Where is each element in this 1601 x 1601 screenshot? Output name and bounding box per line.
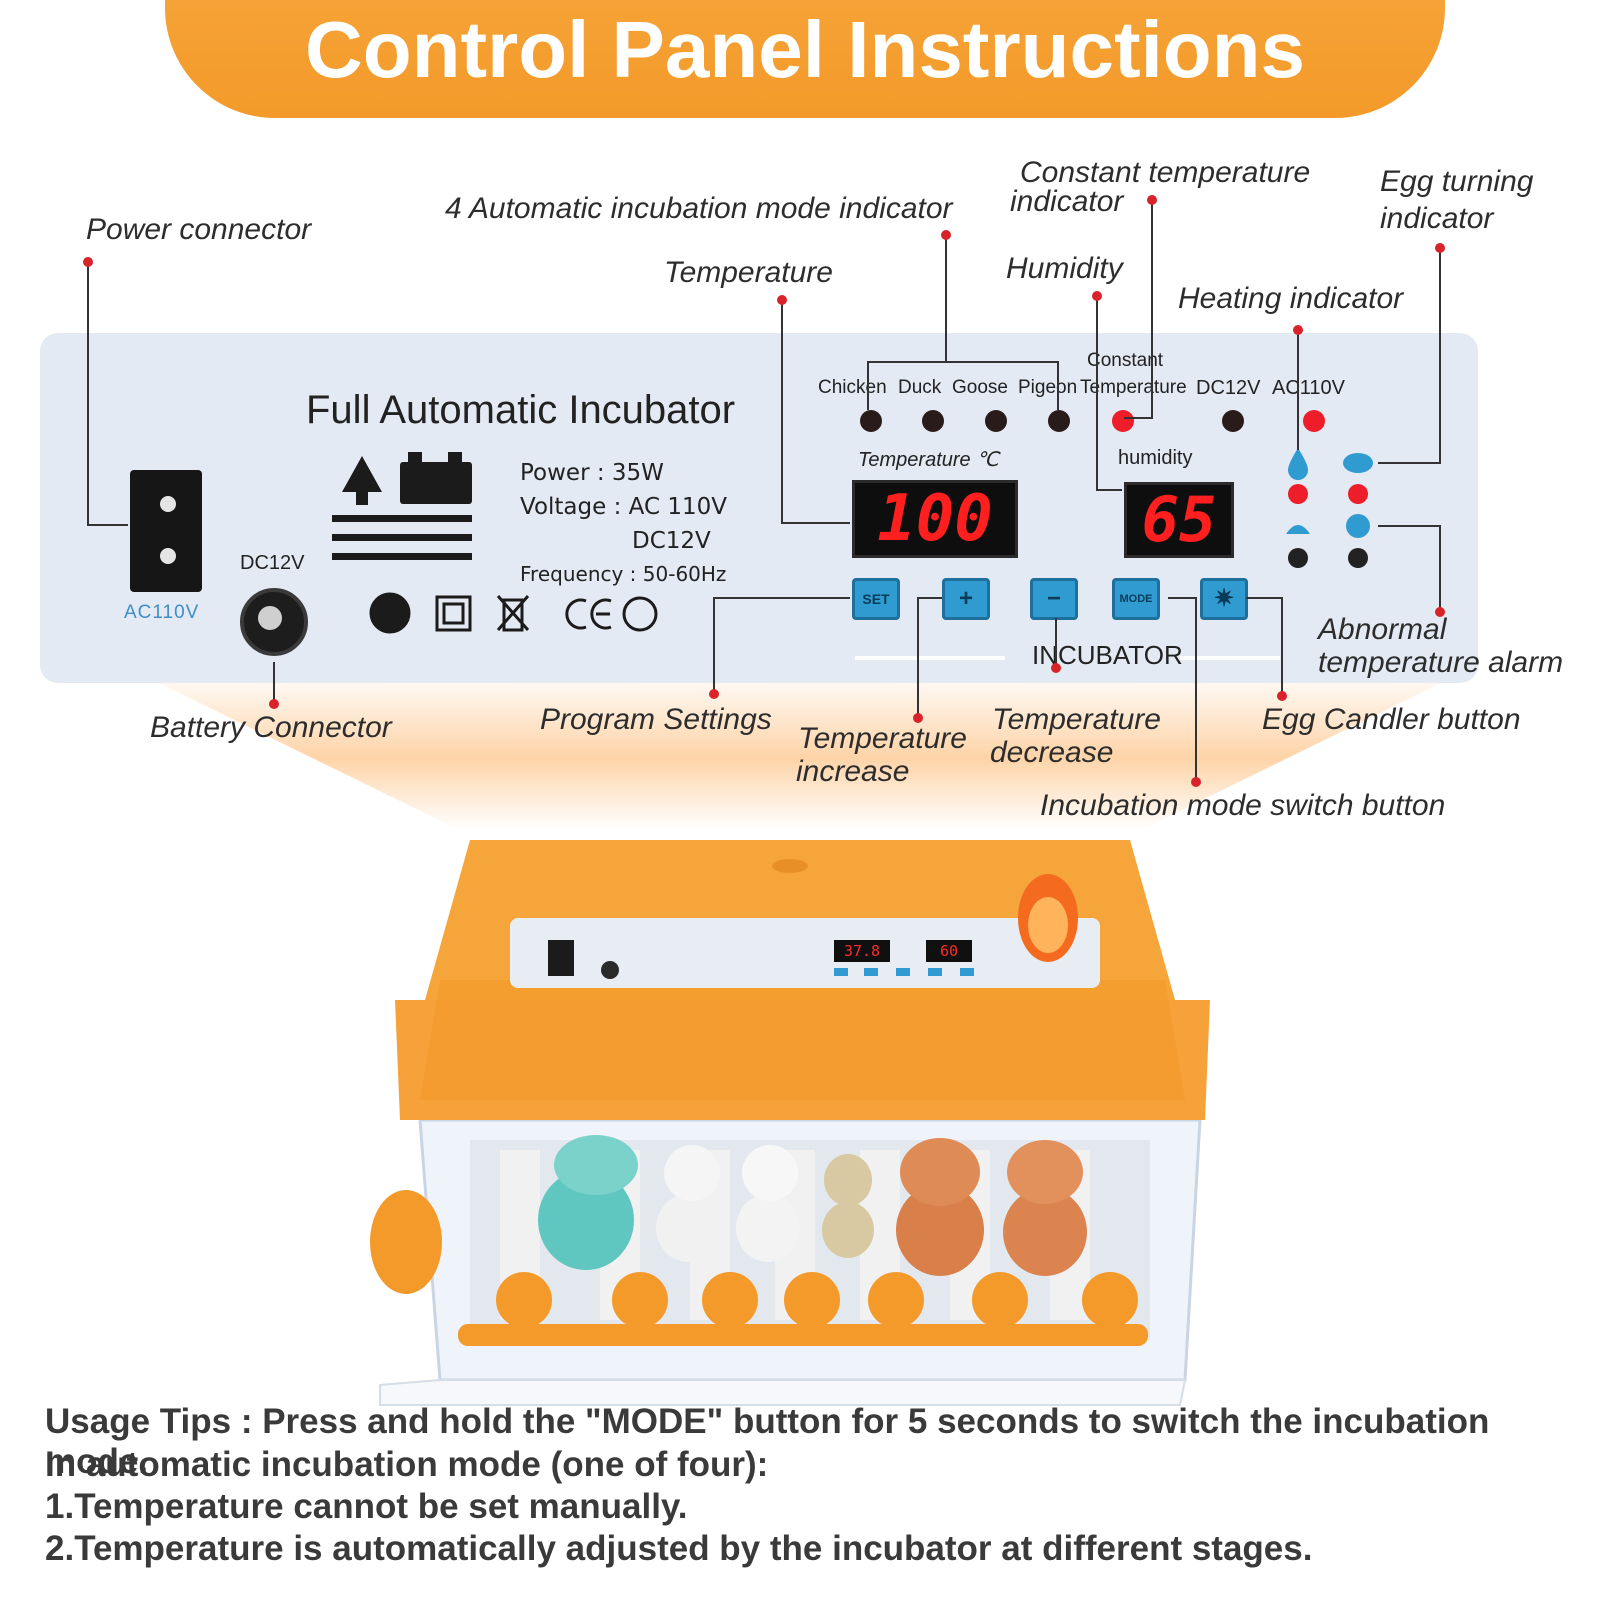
callout-egg-candler: Egg Candler button [1262,703,1521,736]
minus-button[interactable]: − [1030,578,1078,620]
egg-white [656,1194,720,1262]
callout-constant-temp: Constant temperature [1020,156,1311,189]
callout-temp-decrease-2: decrease [990,736,1114,769]
humidity-display-label: humidity [1118,447,1193,469]
alarm-info-icon [1346,514,1370,538]
socket-label: AC110V [124,602,200,623]
constant-label: Constant [1087,350,1164,371]
title-banner [165,0,1445,118]
panel-stripe [855,656,1005,660]
led-ac110v [1303,410,1325,432]
panel-name: Full Automatic Incubator [306,388,736,432]
heating-drop-icon [1288,448,1308,480]
egg-candler-button[interactable]: ✷ [1200,578,1248,620]
tip-line-4: 2.Temperature is automatically adjusted … [45,1529,1313,1568]
spec-voltage-dc: DC12V [632,528,711,554]
jack-center [258,606,282,630]
callout-program: Program Settings [540,703,772,736]
callout-battery: Battery Connector [150,711,392,744]
plus-button[interactable]: + [942,578,990,620]
callout-humidity: Humidity [1006,252,1123,285]
gears [496,1272,1138,1328]
led-humidity [1288,548,1308,568]
spec-power: Power : 35W [520,460,664,486]
led-chicken [860,410,882,432]
mini-humidity-value: 60 [939,942,959,960]
socket-pin [160,496,176,512]
vent-hole [772,859,808,873]
led-goose [985,410,1007,432]
eye-icon [1343,453,1373,473]
mode-label-goose: Goose [952,377,1008,398]
callout-temperature: Temperature [664,256,833,289]
gear-rack [458,1324,1148,1346]
mode-label-chicken: Chicken [818,377,887,398]
humidity-cap-icon [1286,525,1310,534]
led-heating [1288,484,1308,504]
callout-power-connector: Power connector [86,213,312,246]
callout-constant-temp-2: indicator [1010,185,1124,218]
dc12v-led-label: DC12V [1196,377,1261,399]
callout-mode-switch: Incubation mode switch button [1040,789,1446,822]
led-duck [922,410,944,432]
led-alarm [1348,548,1368,568]
ce-mark-icon [565,598,612,630]
battery-icon [400,452,472,504]
light-icon: ✷ [1213,585,1235,612]
dc-symbol-icon [332,515,472,560]
no-disassemble-icon [369,592,411,634]
egg-quail [822,1202,874,1258]
temperature-display: 100 [852,480,1018,558]
mini-temp-value: 37.8 [843,942,881,960]
plug-icon [342,456,382,505]
recycle-icon [622,596,658,632]
tip-line-3: 1.Temperature cannot be set manually. [45,1487,688,1526]
set-button[interactable]: SET [852,578,900,620]
mini-control-panel [510,918,1100,988]
callout-temp-increase-2: increase [796,755,910,788]
callout-auto-mode: 4 Automatic incubation mode indicator [445,192,953,225]
power-socket[interactable] [130,470,202,592]
temperature-led-label: Temperature [1080,377,1187,398]
mini-humidity-display [926,940,972,962]
mode-label-pigeon: Pigeon [1018,377,1078,398]
tip-line-1: Usage Tips : Press and hold the "MODE" b… [45,1402,1490,1481]
spec-voltage: Voltage : AC 110V [520,494,727,520]
callout-heating: Heating indicator [1178,282,1404,315]
callout-egg-turning: Egg turning [1380,165,1534,198]
mode-label-duck: Duck [898,377,942,398]
side-knob [370,1190,442,1294]
panel-stripe [1180,656,1280,660]
led-constant-temperature [1112,410,1134,432]
callout-temp-decrease: Temperature [992,703,1161,736]
page-title: Control Panel Instructions [304,5,1306,94]
mode-button[interactable]: MODE [1112,578,1160,620]
humidity-display: 65 [1124,482,1234,558]
class2-icon [435,595,472,632]
weee-bin-icon [496,595,530,632]
callout-abnormal: Abnormal [1318,613,1447,646]
temp-display-label: Temperature ℃ [858,449,999,471]
tip-line-2: In automatic incubation mode (one of fou… [45,1445,769,1484]
led-pigeon [1048,410,1070,432]
dc-label: DC12V [240,552,305,574]
spec-frequency: Frequency : 50-60Hz [520,562,727,586]
tray-base [379,1379,1187,1406]
led-egg-turning [1348,484,1368,504]
callout-abnormal-2: temperature alarm [1318,646,1564,679]
mini-temp-display [834,940,890,962]
eggs [538,1135,1087,1276]
callout-temp-increase: Temperature [798,722,967,755]
socket-pin [160,548,176,564]
compliance-icons [369,592,658,634]
egg-brown [896,1184,984,1276]
ac110v-led-label: AC110V [1272,377,1346,399]
egg-blue [538,1170,634,1270]
callout-egg-turning-2: indicator [1380,202,1494,235]
led-dc12v [1222,410,1244,432]
